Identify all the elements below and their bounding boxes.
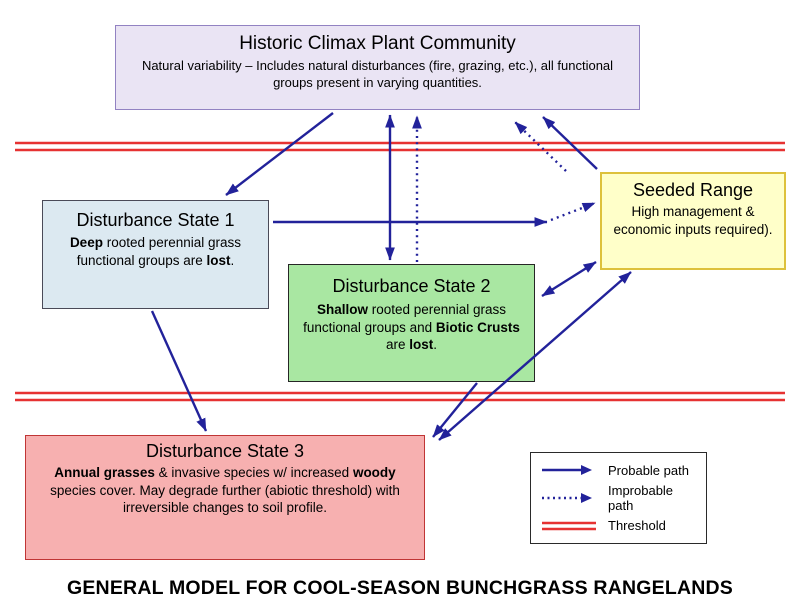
legend-label: Threshold <box>608 518 666 534</box>
box-disturbance-state-3-title: Disturbance State 3 <box>145 441 305 461</box>
legend-item-threshold: Threshold <box>539 516 698 536</box>
box-seeded-range: Seeded Range High management & economic … <box>600 172 786 270</box>
box-disturbance-state-2-body: Shallow rooted perennial grass functiona… <box>303 302 520 353</box>
arrow-seeded-to-hcpc-improbable <box>514 121 567 172</box>
box-seeded-range-title: Seeded Range <box>632 180 754 200</box>
arrow-ds2-to-ds3 <box>432 382 478 438</box>
arrow-ds1-to-seeded-improbable <box>550 201 596 222</box>
diagram-title: GENERAL MODEL FOR COOL-SEASON BUNCHGRASS… <box>66 577 733 599</box>
legend-label: Probable path <box>608 462 689 478</box>
box-disturbance-state-2: Disturbance State 2 Shallow rooted peren… <box>288 264 535 382</box>
box-seeded-range-body: High management & economic inputs requir… <box>613 204 773 237</box>
arrow-seeded-to-hcpc <box>542 116 598 170</box>
legend: Probable path Improbable path Threshold <box>530 452 707 544</box>
arrow-ds2-seeded-bidirectional <box>541 260 597 298</box>
box-disturbance-state-2-title: Disturbance State 2 <box>332 276 491 296</box>
threshold-line-lower <box>15 391 785 402</box>
arrow-hcpc-to-ds1 <box>225 112 334 196</box>
arrow-ds1-to-ds3 <box>150 310 208 432</box>
box-disturbance-state-1-body: Deep rooted perennial grass functional g… <box>69 235 242 268</box>
box-historic-climax: Historic Climax Plant Community Natural … <box>115 25 640 110</box>
box-disturbance-state-1-title: Disturbance State 1 <box>76 210 235 230</box>
dotted-arrow-icon <box>542 492 592 503</box>
box-historic-climax-title: Historic Climax Plant Community <box>239 33 516 54</box>
solid-arrow-icon <box>542 465 592 476</box>
legend-item-probable-path: Probable path <box>539 460 698 480</box>
box-disturbance-state-3: Disturbance State 3 Annual grasses & inv… <box>25 435 425 560</box>
box-historic-climax-body: Natural variability – Includes natural d… <box>141 58 614 90</box>
legend-item-improbable-path: Improbable path <box>539 483 698 513</box>
threshold-line-icon <box>542 521 596 530</box>
legend-label: Improbable path <box>608 482 674 513</box>
threshold-line-upper <box>15 141 785 152</box>
box-disturbance-state-1: Disturbance State 1 Deep rooted perennia… <box>42 200 269 309</box>
box-disturbance-state-3-body: Annual grasses & invasive species w/ inc… <box>50 465 400 516</box>
